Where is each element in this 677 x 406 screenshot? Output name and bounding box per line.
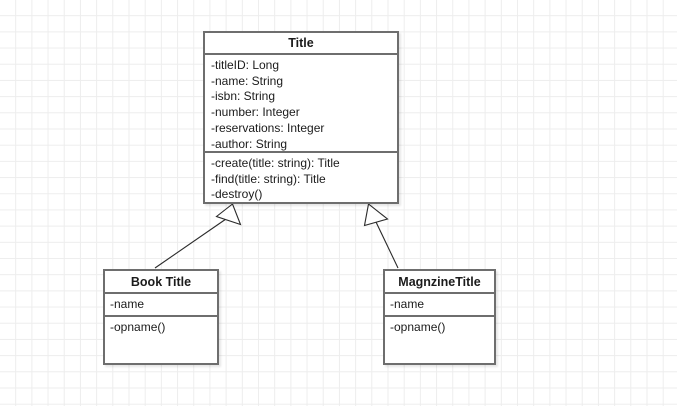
attribute-item: -reservations: Integer (211, 120, 325, 135)
class-book-title-attributes: -name (105, 294, 217, 317)
generalization-line-right (375, 221, 399, 269)
class-title-operations: -create(title: string): Title -find(titl… (205, 153, 397, 202)
generalization-line-left (154, 218, 227, 269)
class-book-title-name: Book Title (105, 271, 217, 294)
attribute-item: -author: String (211, 136, 288, 151)
attribute-item: -name (110, 297, 145, 311)
class-magazine-title-operations: -opname() (385, 317, 494, 336)
class-title-attributes: -titleID: Long -name: String -isbn: Stri… (205, 55, 397, 153)
class-book-title-operations: -opname() (105, 317, 217, 336)
operation-item: -destroy() (211, 187, 263, 202)
class-title-name: Title (205, 33, 397, 55)
attribute-item: -isbn: String (211, 89, 276, 104)
operation-item: -create(title: string): Title (211, 156, 340, 170)
operation-item: -find(title: string): Title (211, 171, 326, 186)
hollow-triangle-arrowhead-left (215, 203, 242, 226)
attribute-item: -name: String (211, 73, 284, 88)
uml-class-book-title[interactable]: Book Title -name -opname() (103, 269, 219, 365)
uml-class-magazine-title[interactable]: MagnzineTitle -name -opname() (383, 269, 496, 365)
generalization-magazine-title-to-title[interactable] (363, 203, 399, 269)
attribute-item: -titleID: Long (211, 58, 280, 72)
uml-class-title[interactable]: Title -titleID: Long -name: String -isbn… (203, 31, 399, 204)
hollow-triangle-arrowhead-right (363, 203, 389, 227)
operation-item: -opname() (390, 320, 446, 334)
attribute-item: -name (390, 297, 425, 311)
class-magazine-title-attributes: -name (385, 294, 494, 317)
generalization-book-title-to-title[interactable] (154, 203, 242, 269)
class-magazine-title-name: MagnzineTitle (385, 271, 494, 294)
attribute-item: -number: Integer (211, 105, 300, 120)
operation-item: -opname() (110, 320, 166, 334)
